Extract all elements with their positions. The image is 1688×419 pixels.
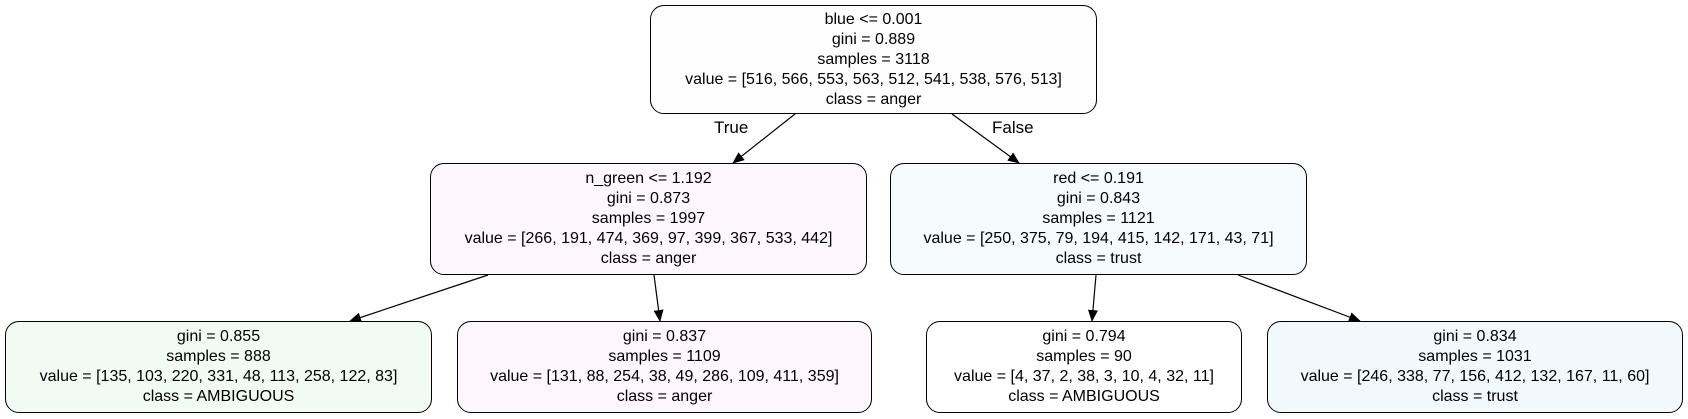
edge-n1-n3 xyxy=(349,274,489,323)
tree-leaf-3: gini = 0.794 samples = 90 value = [4, 37… xyxy=(926,321,1242,413)
edge-label-true: True xyxy=(714,118,749,137)
edge-n2-n6 xyxy=(1237,274,1361,322)
class-label: class = anger xyxy=(825,90,922,108)
split-condition: blue <= 0.001 xyxy=(824,10,923,28)
edge-label-false: False xyxy=(992,118,1034,137)
edge-n0-n1 xyxy=(732,113,796,164)
gini-value: gini = 0.837 xyxy=(622,328,707,345)
tree-leaf-4: gini = 0.834 samples = 1031 value = [246… xyxy=(1267,321,1683,413)
value-array: value = [131, 88, 254, 38, 49, 286, 109,… xyxy=(490,368,839,385)
class-label: class = anger xyxy=(616,388,713,405)
tree-node-right: red <= 0.191 gini = 0.843 samples = 1121… xyxy=(890,163,1307,275)
tree-node-root: blue <= 0.001 gini = 0.889 samples = 311… xyxy=(650,5,1097,114)
split-condition: red <= 0.191 xyxy=(1053,170,1144,187)
tree-leaf-2: gini = 0.837 samples = 1109 value = [131… xyxy=(457,321,872,413)
samples-count: samples = 1997 xyxy=(591,210,706,227)
value-array: value = [266, 191, 474, 369, 97, 399, 36… xyxy=(464,230,833,247)
samples-count: samples = 888 xyxy=(166,348,271,365)
tree-node-left: n_green <= 1.192 gini = 0.873 samples = … xyxy=(430,163,867,275)
class-label: class = AMBIGUOUS xyxy=(1008,388,1160,405)
gini-value: gini = 0.843 xyxy=(1056,190,1141,207)
samples-count: samples = 1109 xyxy=(608,348,721,365)
edge-n1-n4 xyxy=(653,274,664,322)
gini-value: gini = 0.889 xyxy=(831,30,916,48)
class-label: class = trust xyxy=(1055,250,1142,267)
class-label: class = AMBIGUOUS xyxy=(142,388,295,405)
split-condition: n_green <= 1.192 xyxy=(585,170,712,187)
samples-count: samples = 3118 xyxy=(817,50,930,68)
class-label: class = anger xyxy=(600,250,697,267)
value-array: value = [135, 103, 220, 331, 48, 113, 25… xyxy=(39,368,398,385)
gini-value: gini = 0.855 xyxy=(176,328,261,345)
gini-value: gini = 0.873 xyxy=(606,190,691,207)
samples-count: samples = 1121 xyxy=(1042,210,1155,227)
value-array: value = [516, 566, 553, 563, 512, 541, 5… xyxy=(685,70,1062,88)
gini-value: gini = 0.794 xyxy=(1042,328,1126,345)
samples-count: samples = 90 xyxy=(1036,348,1132,365)
edge-n2-n5 xyxy=(1087,274,1098,322)
value-array: value = [4, 37, 2, 38, 3, 10, 4, 32, 11] xyxy=(954,368,1214,385)
value-array: value = [246, 338, 77, 156, 412, 132, 16… xyxy=(1300,368,1650,385)
class-label: class = trust xyxy=(1432,388,1518,405)
edge-n0-n2 xyxy=(951,113,1020,164)
tree-leaf-1: gini = 0.855 samples = 888 value = [135,… xyxy=(5,321,432,413)
value-array: value = [250, 375, 79, 194, 415, 142, 17… xyxy=(923,230,1274,247)
gini-value: gini = 0.834 xyxy=(1433,328,1517,345)
samples-count: samples = 1031 xyxy=(1418,348,1532,365)
